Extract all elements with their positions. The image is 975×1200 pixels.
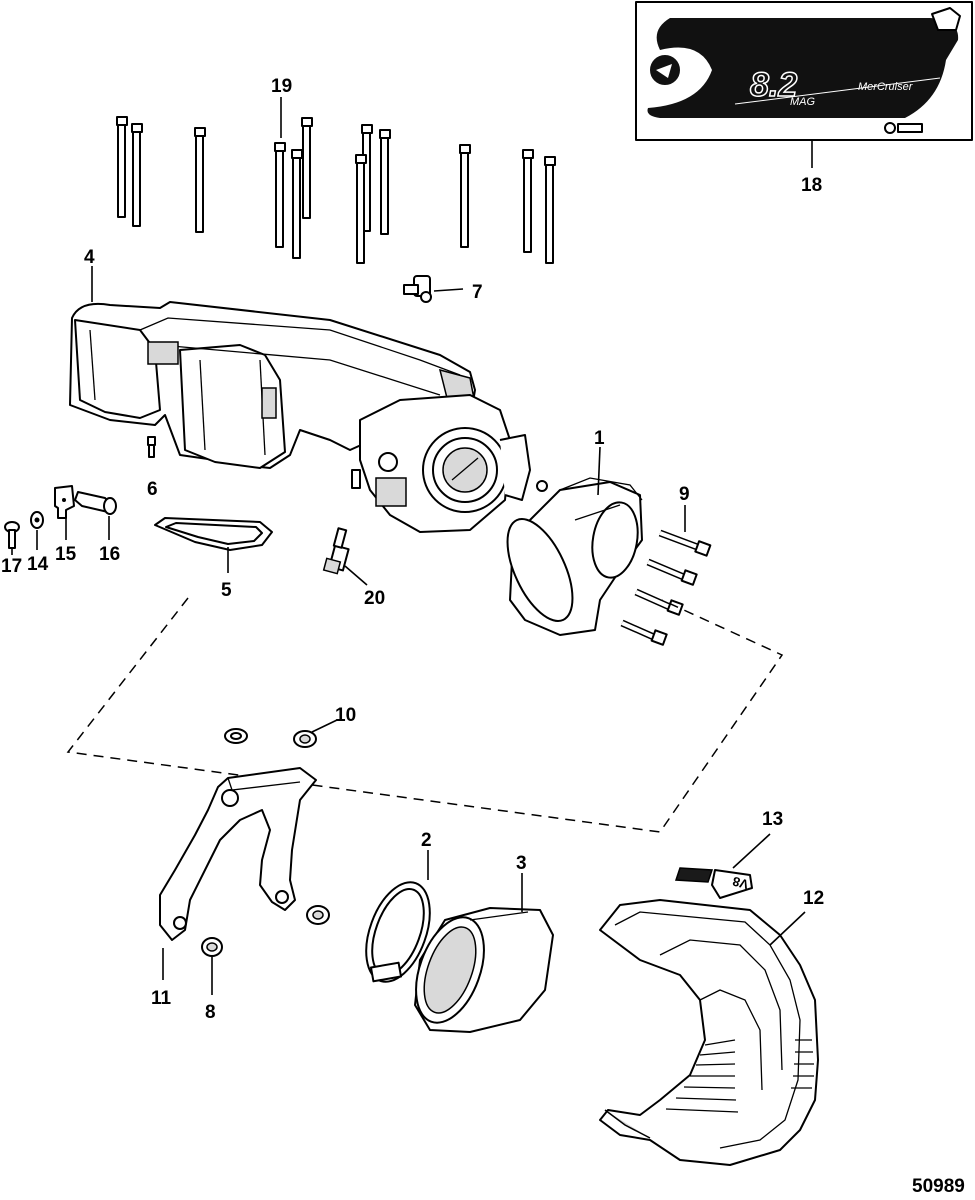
gasket-5: [154, 517, 273, 551]
callout-20: 20: [364, 588, 385, 609]
callout-14: 14: [27, 554, 49, 575]
engine-cover: [599, 899, 819, 1166]
long-bolts: [116, 116, 556, 264]
callout-19: 19: [271, 76, 292, 97]
callout-15: 15: [55, 544, 77, 565]
grommet-8: [201, 937, 223, 957]
callout-1: 1: [594, 428, 605, 449]
throttle-body: [351, 394, 548, 533]
callout-11: 11: [151, 988, 172, 1009]
callout-8: 8: [205, 1002, 216, 1023]
throttle-adapter: [506, 477, 643, 636]
figure-id: 50989: [912, 1176, 965, 1197]
callout-4: 4: [84, 247, 95, 268]
washer-14: [30, 511, 44, 529]
callout-17: 17: [1, 556, 22, 577]
decal-sub: MAG: [790, 96, 816, 108]
grommets-10: [224, 728, 317, 748]
hardware-17: [4, 521, 20, 549]
callout-7: 7: [472, 282, 483, 303]
leader-7: [433, 288, 464, 292]
sensor-20: [322, 527, 350, 575]
callout-6: 6: [147, 479, 158, 500]
callout-5: 5: [221, 580, 232, 601]
bracket-15: [54, 485, 75, 519]
sensor-7: [403, 275, 432, 303]
bracket-11: [159, 767, 317, 941]
callout-18: 18: [801, 175, 822, 196]
callout-9: 9: [679, 484, 690, 505]
leader-1: [597, 446, 601, 496]
decal-panel: 8.2 MAG MerCruiser: [635, 1, 973, 141]
svg-text:V8: V8: [731, 874, 750, 893]
callout-2: 2: [421, 830, 432, 851]
callout-12: 12: [803, 888, 824, 909]
leader-10: [311, 719, 338, 733]
leader-20: [344, 565, 368, 586]
callout-10: 10: [335, 705, 356, 726]
decal-displacement: 8.2: [750, 66, 797, 104]
callout-3: 3: [516, 853, 527, 874]
grommet-extra: [306, 905, 330, 925]
decal-brand: MerCruiser: [858, 81, 914, 93]
callout-13: 13: [762, 809, 783, 830]
leader-12: [769, 911, 806, 946]
callout-16: 16: [99, 544, 120, 565]
sensor-16: [74, 491, 117, 515]
leader-13: [732, 833, 771, 869]
hose-clamp: [365, 881, 431, 983]
air-filter: [414, 907, 554, 1033]
stud-6: [147, 436, 156, 458]
v8-badge: V8: [674, 867, 753, 899]
assembly-boundary: [66, 597, 784, 833]
